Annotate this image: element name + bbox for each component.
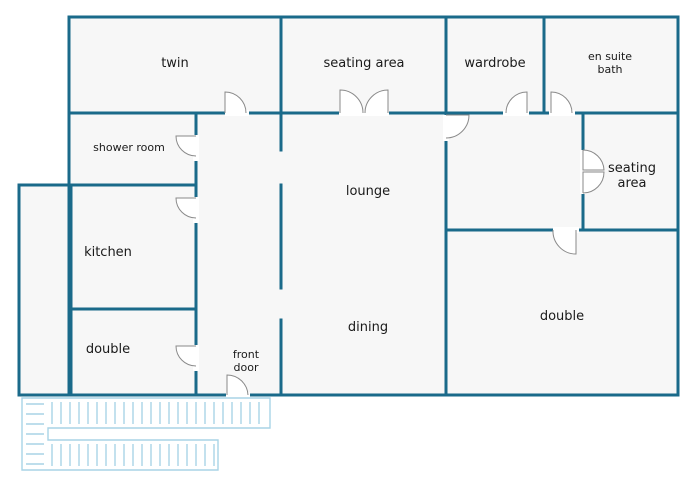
door-lounge-right bbox=[443, 114, 470, 141]
room-label-seating-area-right-line1: seating bbox=[608, 161, 656, 176]
door-twin bbox=[224, 91, 249, 116]
label-front-door-line2: door bbox=[234, 361, 259, 374]
front-door bbox=[226, 374, 250, 398]
room-label-shower-room: shower room bbox=[93, 141, 165, 154]
doors bbox=[175, 89, 605, 398]
label-front-door-line1: front bbox=[233, 348, 260, 361]
door-kitchen bbox=[175, 197, 199, 223]
door-double-left bbox=[175, 345, 199, 371]
floor-area bbox=[19, 17, 678, 395]
door-seating-area-right bbox=[580, 149, 605, 194]
room-label-lounge: lounge bbox=[346, 184, 390, 199]
room-label-double-left: double bbox=[86, 342, 130, 357]
walls bbox=[17, 15, 680, 397]
stair-treads bbox=[26, 402, 260, 466]
stairs bbox=[21, 397, 271, 471]
room-label-wardrobe: wardrobe bbox=[464, 56, 525, 71]
room-label-twin: twin bbox=[161, 56, 189, 71]
room-label-en-suite-line2: bath bbox=[597, 63, 622, 76]
door-shower-room bbox=[175, 135, 199, 161]
door-double-right bbox=[552, 227, 579, 255]
room-label-double-right: double bbox=[540, 309, 584, 324]
door-en-suite bbox=[549, 91, 575, 116]
stair-outline bbox=[21, 397, 271, 471]
door-seating-area-top bbox=[339, 89, 389, 116]
room-label-dining: dining bbox=[348, 320, 388, 335]
room-label-kitchen: kitchen bbox=[84, 245, 132, 260]
door-wardrobe bbox=[503, 91, 529, 116]
room-label-seating-area-top: seating area bbox=[323, 56, 404, 71]
room-label-seating-area-right-line2: area bbox=[618, 176, 647, 191]
room-label-en-suite-line1: en suite bbox=[588, 50, 632, 63]
room-labels: twin seating area wardrobe en suite bath… bbox=[84, 50, 656, 374]
